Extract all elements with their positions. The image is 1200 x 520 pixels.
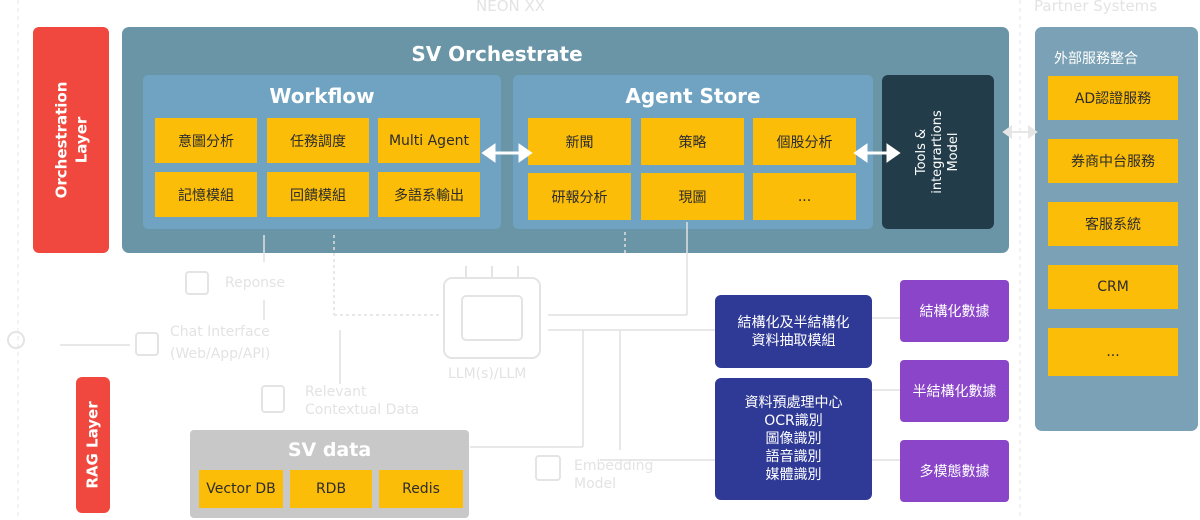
preprocess-line: OCR識別 <box>764 413 823 429</box>
ghost-label-relevant-2: Contextual Data <box>305 402 420 418</box>
structuring-module[interactable]: 結構化及半結構化 資料抽取模組 <box>715 295 872 368</box>
arrow-workflow-agent <box>481 143 533 163</box>
sv-data-tile[interactable]: Vector DB <box>199 470 283 508</box>
orchestration-layer-label: Orchestration Layer <box>33 27 109 253</box>
partner-tile[interactable]: AD認證服務 <box>1048 76 1178 120</box>
data-type-multimodal[interactable]: 多模態數據 <box>900 440 1009 502</box>
workflow-tile[interactable]: 意圖分析 <box>155 118 257 163</box>
ghost-label-relevant-1: Relevant <box>305 384 367 400</box>
partner-tile[interactable]: 券商中台服務 <box>1048 139 1178 183</box>
partner-tile[interactable]: ... <box>1048 328 1178 376</box>
preprocess-line: 媒體識別 <box>765 467 822 483</box>
data-type-semi-structured[interactable]: 半結構化數據 <box>900 360 1009 422</box>
agent-store-tile[interactable]: 個股分析 <box>753 118 856 165</box>
ghost-header-partner: Partner Systems <box>1034 0 1158 15</box>
data-type-structured[interactable]: 結構化數據 <box>900 280 1009 342</box>
agent-store-tile[interactable]: 策略 <box>641 118 744 165</box>
agent-store-tile[interactable]: 新聞 <box>528 118 631 165</box>
structuring-line2: 資料抽取模組 <box>751 332 836 349</box>
ghost-label-llm: LLM(s)/LLM <box>448 366 527 382</box>
ghost-label-embedding-2: Model <box>574 476 617 492</box>
tools-integrations-block[interactable]: Tools & integrartions Model <box>882 75 994 229</box>
structuring-line1: 結構化及半結構化 <box>737 314 850 331</box>
sv-data-tile[interactable]: Redis <box>379 470 463 508</box>
workflow-tile[interactable]: 任務調度 <box>267 118 369 163</box>
sv-orchestrate-title: SV Orchestrate <box>411 42 583 66</box>
rag-layer-label: RAG Layer <box>76 377 110 513</box>
preprocess-center[interactable]: 資料預處理中心 OCR識別 圖像識別 語音識別 媒體識別 <box>715 378 872 500</box>
ghost-label-chat-1: Chat Interface <box>170 324 270 340</box>
arrow-orchestrate-partner <box>1002 125 1038 139</box>
agent-store-tile[interactable]: ... <box>753 173 856 220</box>
preprocess-line: 語音識別 <box>765 449 822 465</box>
preprocess-line: 資料預處理中心 <box>744 395 843 411</box>
ghost-header-center: NEON XX <box>476 0 546 15</box>
preprocess-line: 圖像識別 <box>765 431 822 447</box>
ghost-label-response: Reponse <box>225 275 285 291</box>
ghost-label-chat-2: (Web/App/API) <box>170 346 271 362</box>
ghost-icons <box>7 266 561 481</box>
sv-data-tile[interactable]: RDB <box>290 470 372 508</box>
workflow-title: Workflow <box>269 84 375 108</box>
partner-title: 外部服務整合 <box>1054 51 1138 67</box>
partner-tile[interactable]: CRM <box>1048 265 1178 309</box>
agent-store-title: Agent Store <box>625 84 761 108</box>
workflow-tile[interactable]: 多語系輸出 <box>378 172 480 217</box>
workflow-tile[interactable]: 回饋模組 <box>267 172 369 217</box>
agent-store-tile[interactable]: 現圖 <box>641 173 744 220</box>
sv-data-title: SV data <box>287 439 372 461</box>
workflow-tile[interactable]: Multi Agent <box>378 118 480 163</box>
partner-tile[interactable]: 客服系統 <box>1048 202 1178 246</box>
ghost-label-embedding-1: Embedding <box>574 458 654 474</box>
workflow-tile[interactable]: 記憶模組 <box>155 172 257 217</box>
arrow-agent-tools <box>853 143 901 163</box>
agent-store-tile[interactable]: 研報分析 <box>528 173 631 220</box>
